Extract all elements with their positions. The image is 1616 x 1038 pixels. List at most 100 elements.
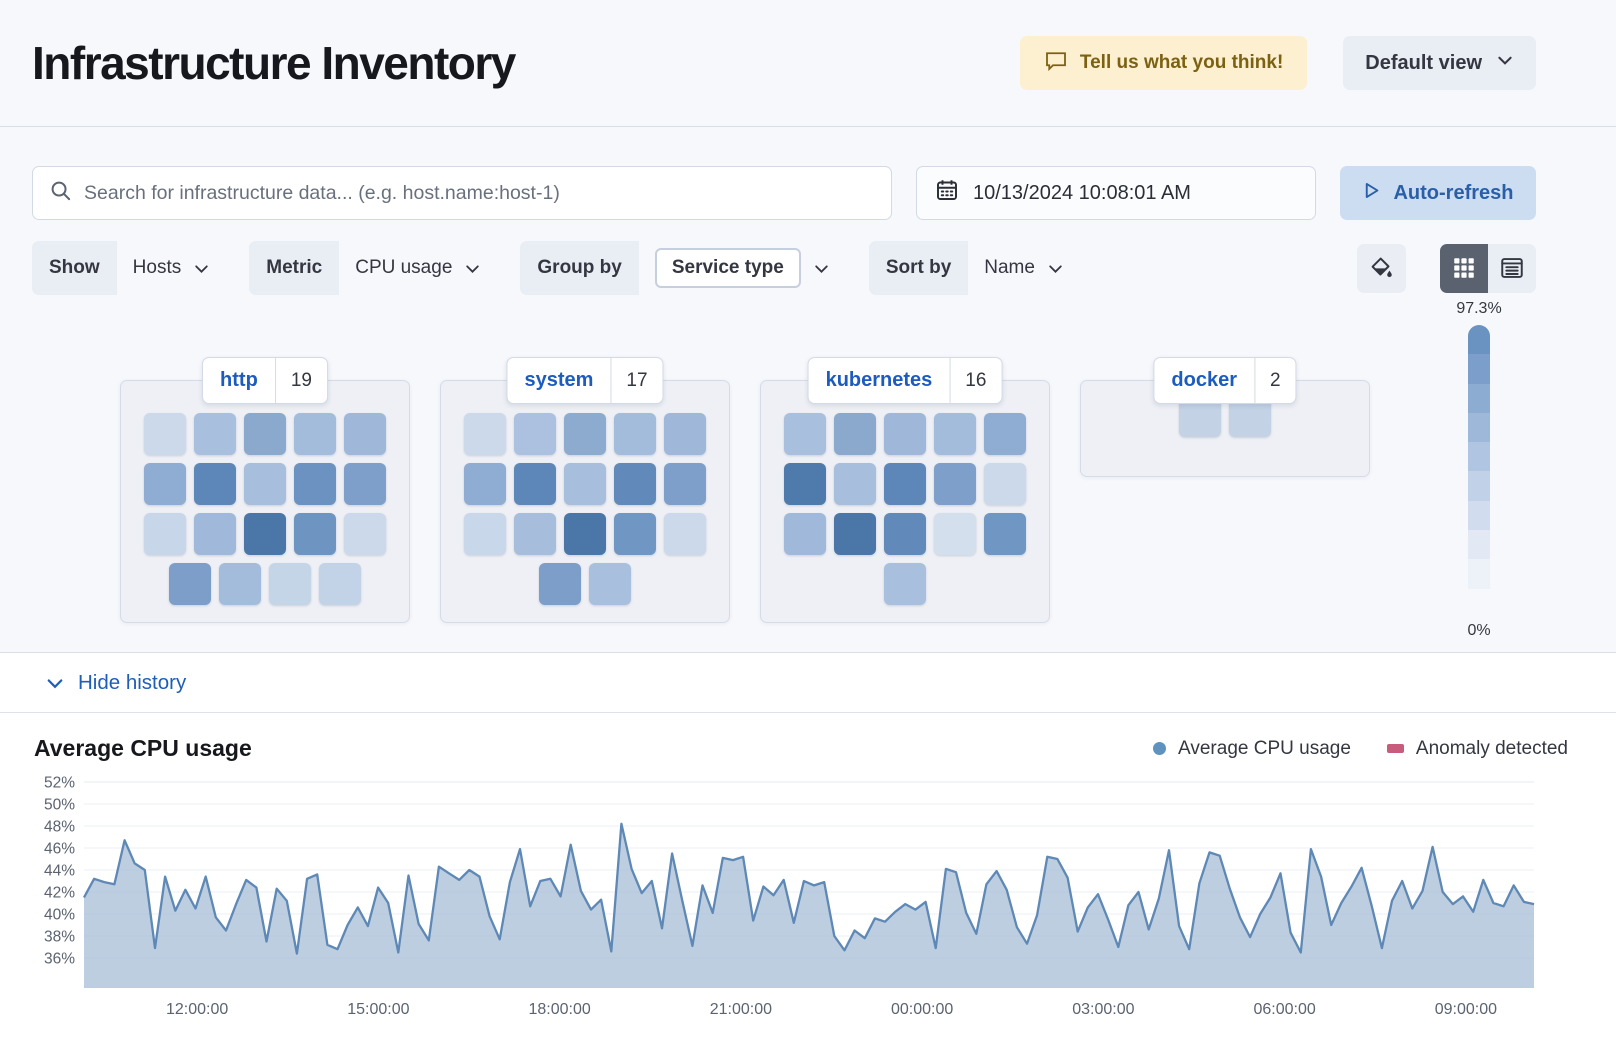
waffle-cell-host[interactable] bbox=[934, 413, 976, 455]
chevron-down-icon bbox=[47, 678, 63, 688]
waffle-group-badge: system 17 bbox=[506, 357, 664, 404]
waffle-cell-host[interactable] bbox=[784, 513, 826, 555]
legend-color-step bbox=[1468, 471, 1490, 501]
hide-history-toggle[interactable]: Hide history bbox=[45, 671, 186, 695]
waffle-group-name-link[interactable]: kubernetes bbox=[825, 369, 933, 391]
waffle-cell-host[interactable] bbox=[514, 413, 556, 455]
waffle-grid bbox=[121, 381, 409, 605]
waffle-cell-host[interactable] bbox=[169, 563, 211, 605]
waffle-cell-host[interactable] bbox=[614, 513, 656, 555]
waffle-group-name-link[interactable]: system bbox=[524, 369, 594, 391]
waffle-cell-host[interactable] bbox=[934, 513, 976, 555]
waffle-cell-host[interactable] bbox=[564, 413, 606, 455]
chart-legend-item[interactable]: Average CPU usage bbox=[1153, 738, 1351, 760]
waffle-cell-host[interactable] bbox=[294, 413, 336, 455]
svg-text:40%: 40% bbox=[44, 907, 75, 924]
table-view-button[interactable] bbox=[1488, 243, 1536, 293]
waffle-row bbox=[784, 513, 1026, 555]
waffle-cell-host[interactable] bbox=[244, 413, 286, 455]
waffle-group-count: 17 bbox=[626, 369, 648, 391]
chart-title: Average CPU usage bbox=[34, 735, 252, 761]
badge-divider bbox=[1254, 358, 1256, 403]
waffle-cell-host[interactable] bbox=[784, 463, 826, 505]
chevron-down-icon bbox=[1496, 51, 1514, 75]
waffle-cell-host[interactable] bbox=[589, 563, 631, 605]
search-input[interactable] bbox=[84, 181, 875, 205]
waffle-cell-host[interactable] bbox=[294, 513, 336, 555]
waffle-cell-host[interactable] bbox=[984, 413, 1026, 455]
waffle-cell-host[interactable] bbox=[194, 463, 236, 505]
waffle-cell-host[interactable] bbox=[144, 463, 186, 505]
waffle-cell-host[interactable] bbox=[664, 513, 706, 555]
view-mode-switch bbox=[1440, 243, 1536, 293]
waffle-cell-host[interactable] bbox=[934, 463, 976, 505]
waffle-cell-host[interactable] bbox=[219, 563, 261, 605]
waffle-cell-host[interactable] bbox=[664, 413, 706, 455]
waffle-row bbox=[464, 463, 706, 505]
default-view-button[interactable]: Default view bbox=[1343, 36, 1536, 90]
waffle-cell-host[interactable] bbox=[884, 463, 926, 505]
date-picker-button[interactable]: 10/13/2024 10:08:01 AM bbox=[916, 166, 1316, 220]
waffle-cell-host[interactable] bbox=[194, 513, 236, 555]
page-title: Infrastructure Inventory bbox=[32, 37, 516, 89]
svg-text:46%: 46% bbox=[44, 841, 75, 858]
group-by-selected-pill[interactable]: Service type bbox=[654, 248, 801, 288]
svg-text:36%: 36% bbox=[44, 951, 75, 968]
waffle-cell-host[interactable] bbox=[464, 513, 506, 555]
svg-text:00:00:00: 00:00:00 bbox=[891, 1001, 953, 1018]
waffle-cell-host[interactable] bbox=[884, 563, 926, 605]
svg-text:52%: 52% bbox=[44, 775, 75, 792]
show-filter-label: Show bbox=[32, 241, 117, 295]
waffle-cell-host[interactable] bbox=[344, 513, 386, 555]
waffle-cell-host[interactable] bbox=[539, 563, 581, 605]
badge-divider bbox=[949, 358, 951, 403]
waffle-cell-host[interactable] bbox=[784, 413, 826, 455]
play-icon bbox=[1362, 181, 1381, 206]
feedback-button[interactable]: Tell us what you think! bbox=[1019, 36, 1308, 90]
auto-refresh-button[interactable]: Auto-refresh bbox=[1340, 166, 1536, 220]
waffle-cell-host[interactable] bbox=[564, 463, 606, 505]
waffle-cell-host[interactable] bbox=[614, 413, 656, 455]
waffle-cell-host[interactable] bbox=[834, 463, 876, 505]
waffle-cell-host[interactable] bbox=[319, 563, 361, 605]
grid-view-button[interactable] bbox=[1440, 243, 1488, 293]
waffle-group-name-link[interactable]: http bbox=[220, 369, 258, 391]
show-filter-value-button[interactable]: Hosts bbox=[117, 241, 227, 295]
waffle-cell-host[interactable] bbox=[614, 463, 656, 505]
waffle-cell-host[interactable] bbox=[144, 413, 186, 455]
waffle-cell-host[interactable] bbox=[834, 513, 876, 555]
waffle-cell-host[interactable] bbox=[514, 463, 556, 505]
waffle-group-name-link[interactable]: docker bbox=[1171, 369, 1238, 391]
waffle-cell-host[interactable] bbox=[144, 513, 186, 555]
waffle-cell-host[interactable] bbox=[984, 463, 1026, 505]
waffle-cell-host[interactable] bbox=[884, 413, 926, 455]
metric-filter-value-button[interactable]: CPU usage bbox=[339, 241, 497, 295]
anomaly-rect-swatch bbox=[1386, 744, 1404, 753]
palette-button[interactable] bbox=[1357, 243, 1406, 293]
waffle-cell-host[interactable] bbox=[514, 513, 556, 555]
legend-color-bar bbox=[1468, 325, 1490, 618]
waffle-grid bbox=[441, 381, 729, 605]
legend-min-label: 0% bbox=[1467, 622, 1491, 639]
waffle-cell-host[interactable] bbox=[244, 463, 286, 505]
waffle-cell-host[interactable] bbox=[834, 413, 876, 455]
waffle-cell-host[interactable] bbox=[344, 413, 386, 455]
chart-legend-item[interactable]: Anomaly detected bbox=[1386, 738, 1568, 760]
waffle-cell-host[interactable] bbox=[244, 513, 286, 555]
waffle-cell-host[interactable] bbox=[194, 413, 236, 455]
group-by-filter-value-button[interactable]: Service type bbox=[639, 241, 846, 295]
waffle-cell-host[interactable] bbox=[294, 463, 336, 505]
waffle-cell-host[interactable] bbox=[344, 463, 386, 505]
waffle-cell-host[interactable] bbox=[464, 413, 506, 455]
waffle-cell-host[interactable] bbox=[464, 463, 506, 505]
waffle-cell-host[interactable] bbox=[564, 513, 606, 555]
waffle-cell-host[interactable] bbox=[984, 513, 1026, 555]
waffle-cell-host[interactable] bbox=[664, 463, 706, 505]
waffle-cell-host[interactable] bbox=[269, 563, 311, 605]
sort-by-filter-value-button[interactable]: Name bbox=[968, 241, 1080, 295]
waffle-cell-host[interactable] bbox=[884, 513, 926, 555]
